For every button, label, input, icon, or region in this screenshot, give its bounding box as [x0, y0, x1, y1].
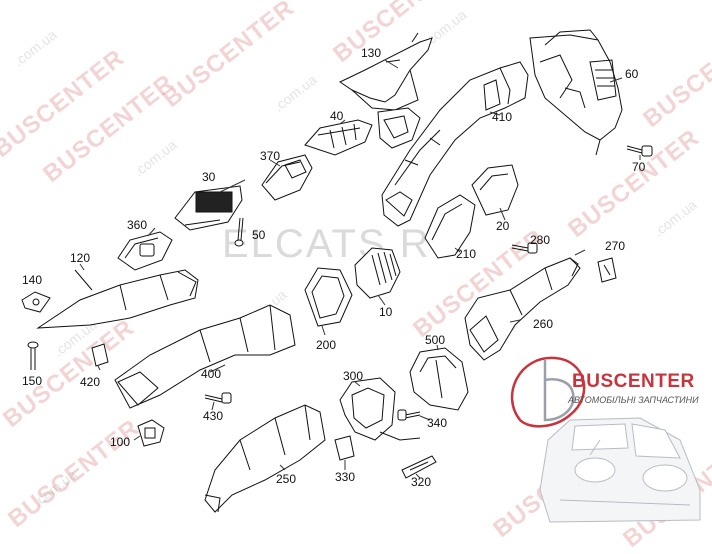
part-140-clip [22, 292, 50, 312]
part-40-bracket [305, 120, 372, 155]
part-50-screw [235, 218, 243, 246]
part-400-duct [115, 305, 295, 408]
part-420-clip [92, 344, 108, 366]
callout-20: 20 [496, 219, 510, 233]
part-270-clip [598, 258, 616, 282]
callout-330: 330 [335, 470, 356, 484]
callout-150: 150 [22, 374, 43, 388]
brand-tagline: АВТОМОБІЛЬНІ ЗАПЧАСТИНИ [568, 395, 699, 405]
part-300-bracket [340, 378, 420, 440]
part-200-frame [305, 268, 352, 326]
brand-name: BUSCENTER [572, 371, 695, 392]
callout-400: 400 [201, 367, 222, 381]
callout-260: 260 [533, 317, 554, 331]
callout-300: 300 [343, 369, 364, 383]
callout-280: 280 [530, 233, 551, 247]
part-150-screw [28, 342, 38, 370]
callout-50: 50 [252, 228, 266, 242]
callout-140: 140 [22, 273, 43, 287]
callout-320: 320 [411, 475, 432, 489]
part-280-screw [512, 243, 537, 253]
part-410-long-duct [382, 62, 528, 226]
callout-250: 250 [276, 472, 297, 486]
buscenter-logo-mark [512, 358, 584, 426]
callout-10: 10 [379, 305, 393, 319]
callout-60: 60 [625, 67, 639, 81]
callout-30: 30 [202, 170, 216, 184]
callout-200: 200 [316, 338, 337, 352]
callout-270: 270 [605, 239, 626, 253]
part-370-vent [262, 155, 312, 200]
part-120-lower-duct [38, 270, 198, 328]
van-illustration [540, 418, 700, 522]
part-30-grille [175, 186, 242, 230]
callout-340: 340 [427, 416, 448, 430]
callout-500: 500 [425, 333, 446, 347]
callout-120: 120 [70, 251, 91, 265]
part-430-screw [205, 393, 231, 403]
callout-410: 410 [492, 110, 513, 124]
callout-40: 40 [330, 109, 344, 123]
part-500-cover [410, 348, 468, 410]
callout-70: 70 [632, 160, 646, 174]
watermark-elcats: ELCATS.RU [222, 222, 462, 266]
part-260-duct [465, 258, 580, 360]
part-70-screw [627, 146, 652, 156]
callout-100: 100 [110, 435, 131, 449]
part-340-screw [398, 410, 420, 420]
callout-430: 430 [203, 409, 224, 423]
leader-lines [80, 60, 640, 478]
part-360-housing [118, 232, 172, 270]
part-130-duct-bracket [340, 33, 432, 148]
callout-370: 370 [260, 149, 281, 163]
callout-360: 360 [127, 218, 148, 232]
callout-420: 420 [80, 375, 101, 389]
part-330-clip [335, 436, 354, 460]
part-60-panel [530, 30, 622, 155]
part-320-strip [402, 456, 436, 478]
part-250-duct [205, 405, 325, 512]
exploded-view-drawing [0, 0, 712, 540]
part-210-duct [425, 195, 475, 258]
part-10-grille [355, 248, 400, 298]
part-100-cap [138, 420, 164, 446]
callout-130: 130 [361, 46, 382, 60]
part-20-vent [472, 165, 518, 215]
callout-210: 210 [456, 247, 477, 261]
